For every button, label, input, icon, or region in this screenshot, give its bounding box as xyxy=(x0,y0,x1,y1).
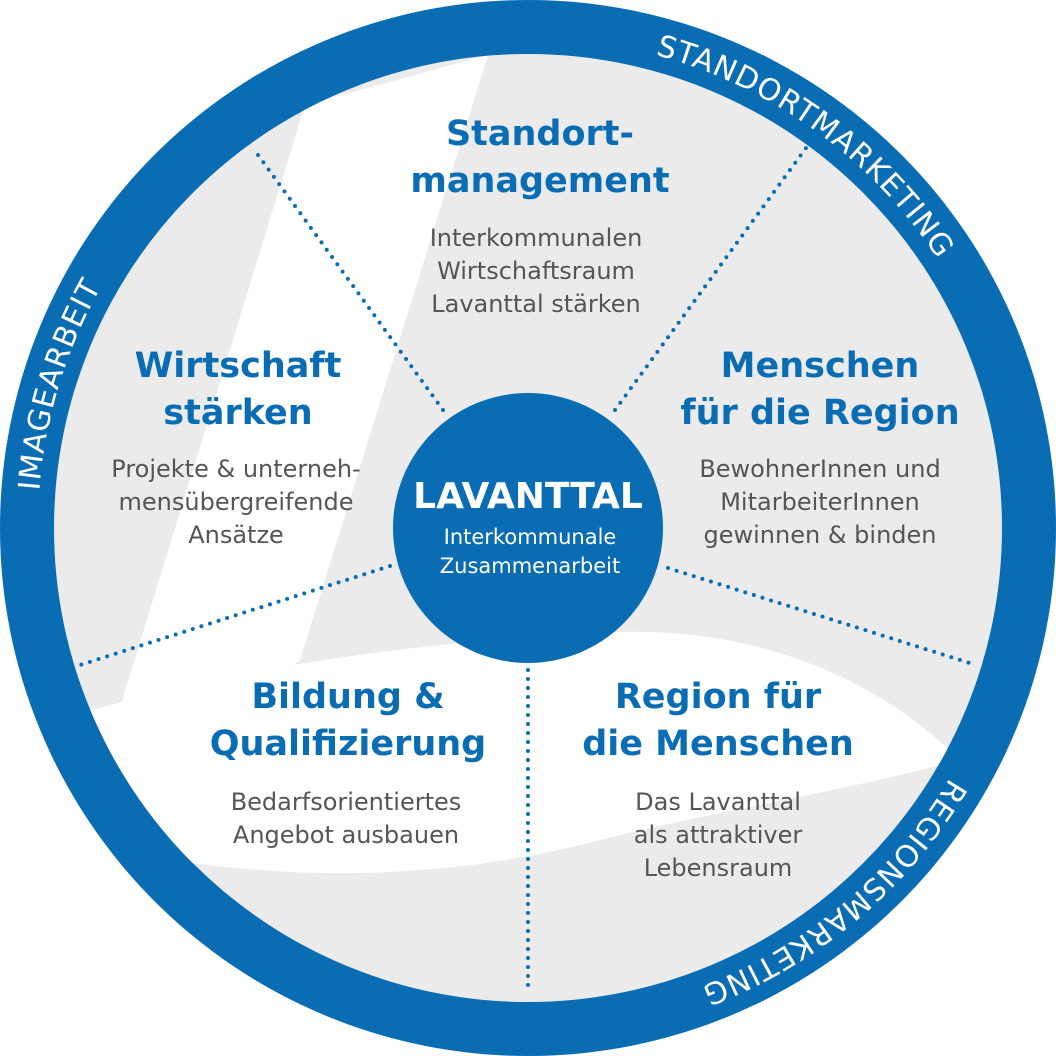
segment-description: Das Lavanttal xyxy=(635,788,801,816)
segment-description: MitarbeiterInnen xyxy=(720,488,920,516)
segment-title: stärken xyxy=(163,393,312,433)
center-circle xyxy=(393,393,663,663)
center-subtitle-line2: Zusammenarbeit xyxy=(440,554,620,578)
segment-description: Ansätze xyxy=(188,521,284,549)
white-diagonal-band xyxy=(110,55,488,760)
lavanttal-logo: LAVANTTAL xyxy=(413,476,643,517)
segment-description: Lebensraum xyxy=(644,854,793,882)
segment-description: Interkommunalen xyxy=(430,224,643,252)
white-wave-band xyxy=(60,631,960,874)
segment-title: die Menschen xyxy=(582,724,854,764)
segment-title: für die Region xyxy=(680,393,959,433)
background-shapes xyxy=(60,55,960,874)
segment-description: BewohnerInnen und xyxy=(699,455,940,483)
segment-title: Standort- xyxy=(446,114,634,154)
segment-description: Lavanttal stärken xyxy=(431,290,641,318)
divider-lower-right xyxy=(666,566,978,667)
segment-description: Bedarfsorientiertes xyxy=(231,788,462,816)
segment-wirtschaft-staerken: Wirtschaft stärken Projekte & unterneh- … xyxy=(111,346,360,549)
dotted-dividers xyxy=(78,146,978,988)
segment-title: Bildung & xyxy=(251,677,444,717)
segment-title: Menschen xyxy=(721,346,920,386)
divider-lower-left xyxy=(78,564,392,667)
segment-title: Wirtschaft xyxy=(135,346,342,386)
segment-title: Qualifizierung xyxy=(210,724,486,764)
segment-title: Region für xyxy=(615,677,822,717)
divider-upper-right xyxy=(613,146,808,412)
segment-menschen-fuer-die-region: Menschen für die Region BewohnerInnen un… xyxy=(680,346,959,549)
segment-description: Wirtschaftsraum xyxy=(437,257,635,285)
segment-title: management xyxy=(410,161,669,201)
segment-region-fuer-die-menschen: Region für die Menschen Das Lavanttal al… xyxy=(582,677,854,882)
center-subtitle-line1: Interkommunale xyxy=(444,525,617,549)
segment-bildung-qualifizierung: Bildung & Qualifizierung Bedarfsorientie… xyxy=(210,677,486,849)
segment-standortmanagement: Standort- management Interkommunalen Wir… xyxy=(410,114,669,318)
center-hub: LAVANTTAL Interkommunale Zusammenarbeit xyxy=(393,393,663,663)
segment-description: Angebot ausbauen xyxy=(233,821,459,849)
segment-description: gewinnen & binden xyxy=(704,521,937,549)
segment-description: mensübergreifende xyxy=(119,488,354,516)
segment-description: Projekte & unterneh- xyxy=(111,455,360,483)
divider-upper-left xyxy=(251,146,445,412)
segment-description: als attraktiver xyxy=(634,821,803,849)
